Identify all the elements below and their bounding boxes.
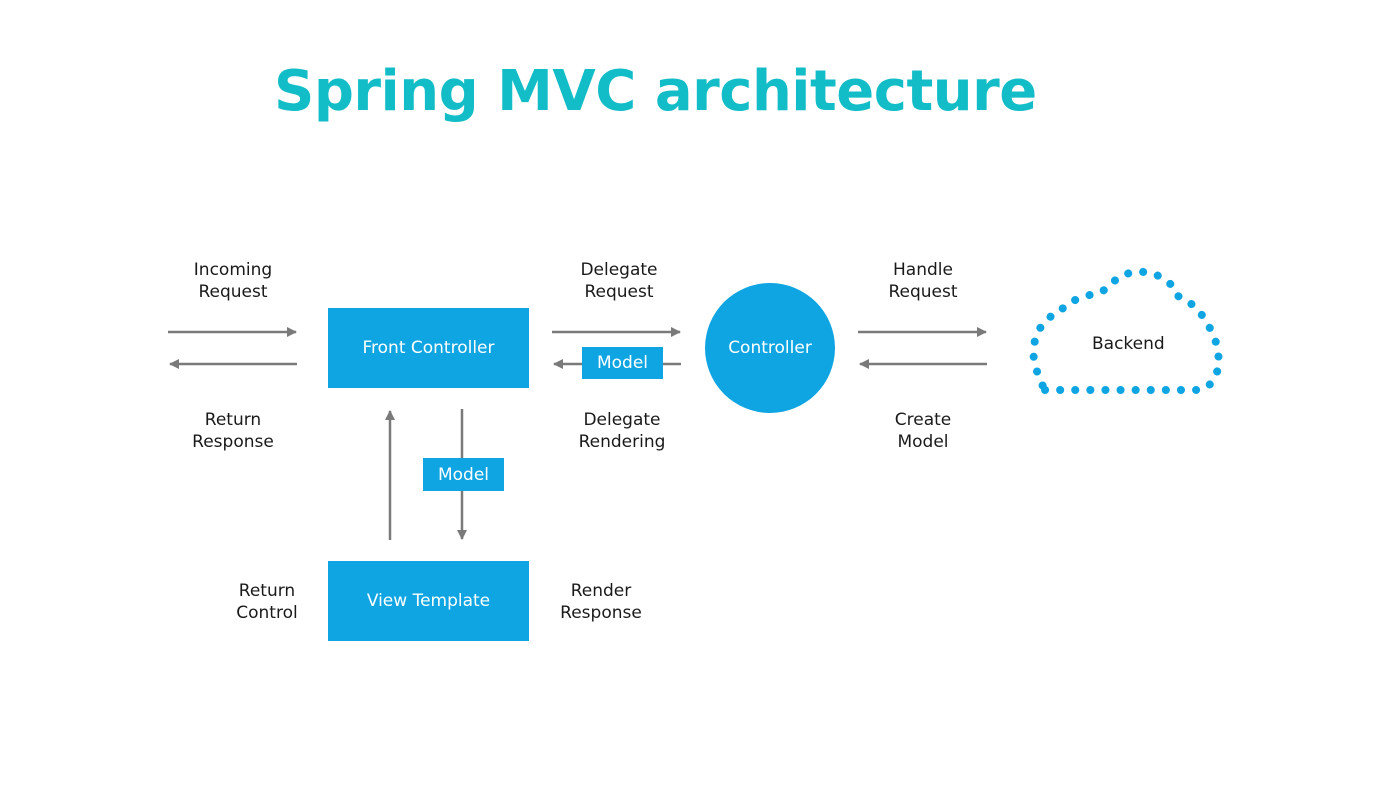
model-label-top: Model (596, 353, 649, 373)
page-title: Spring MVC architecture (274, 59, 1037, 124)
create-model-text: Create Model (894, 410, 952, 452)
view-template-label: View Template (366, 591, 491, 611)
delegate-rendering-text: Delegate Rendering (578, 410, 666, 452)
return-control-text: Return Control (236, 581, 298, 623)
view-template-box: View Template (328, 561, 529, 641)
front-controller-label: Front Controller (362, 338, 495, 358)
return-response-text: Return Response (192, 410, 274, 452)
front-controller-box: Front Controller (328, 308, 529, 388)
model-box-mid: Model (423, 458, 504, 491)
model-box-top: Model (582, 347, 663, 379)
delegate-request-text: Delegate Request (580, 260, 658, 302)
model-label-mid: Model (437, 464, 490, 485)
render-response-text: Render Response (560, 581, 642, 623)
incoming-request-text: Incoming Request (193, 260, 273, 302)
backend-label: Backend (1092, 334, 1165, 354)
controller-circle: Controller (705, 283, 835, 413)
handle-request-text: Handle Request (888, 260, 958, 302)
controller-label: Controller (728, 338, 812, 358)
